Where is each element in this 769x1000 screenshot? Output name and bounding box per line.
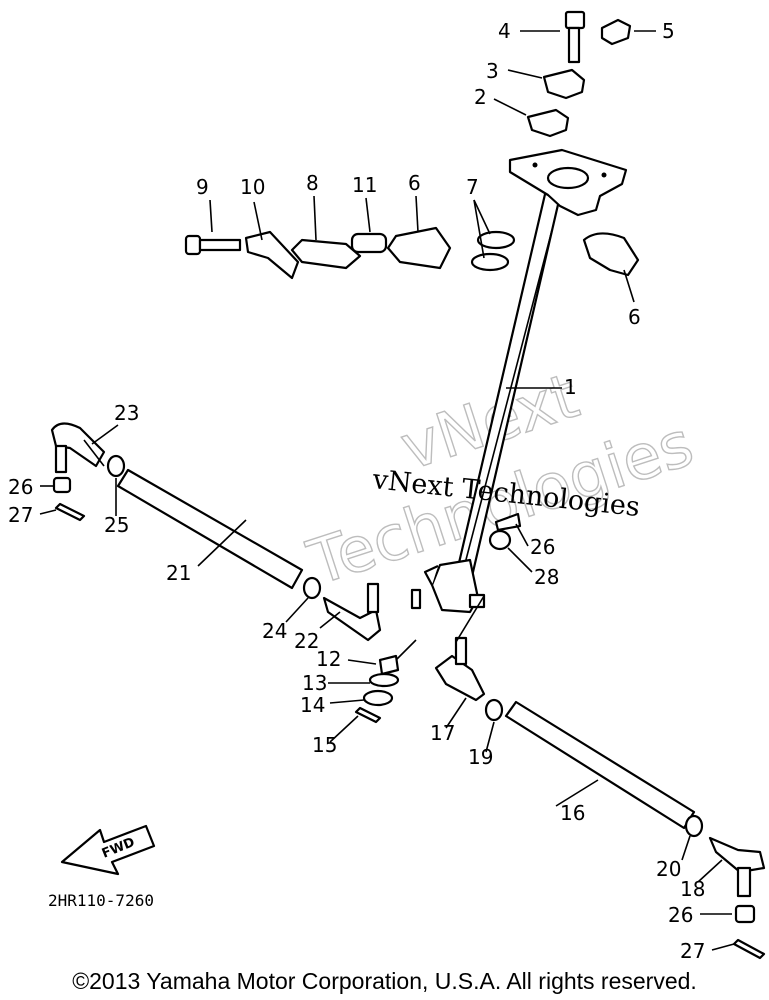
callout-18: 18 bbox=[680, 877, 705, 901]
washer-13 bbox=[368, 672, 400, 688]
callout-13: 13 bbox=[302, 671, 327, 695]
callout-6-left: 6 bbox=[408, 171, 421, 195]
callout-16: 16 bbox=[560, 801, 585, 825]
callout-11: 11 bbox=[352, 173, 377, 197]
callout-3: 3 bbox=[486, 59, 499, 83]
callout-21: 21 bbox=[166, 561, 191, 585]
fwd-arrow: FWD bbox=[60, 824, 156, 876]
nut-19 bbox=[484, 698, 504, 722]
bolt-4 bbox=[564, 10, 586, 64]
bushing-left bbox=[386, 226, 452, 270]
callout-1: 1 bbox=[564, 375, 577, 399]
callout-26-left: 26 bbox=[8, 475, 33, 499]
callout-26-right: 26 bbox=[668, 903, 693, 927]
callout-6-right: 6 bbox=[628, 305, 641, 329]
callout-5: 5 bbox=[662, 19, 675, 43]
callout-23: 23 bbox=[114, 401, 139, 425]
callout-10: 10 bbox=[240, 175, 265, 199]
callout-28: 28 bbox=[534, 565, 559, 589]
callout-19: 19 bbox=[468, 745, 493, 769]
tie-rod-left bbox=[116, 468, 304, 590]
upper-clamp bbox=[542, 68, 586, 100]
column-holder bbox=[508, 148, 628, 217]
nut-26-right bbox=[734, 904, 756, 924]
cotter-pin-27-right bbox=[732, 938, 766, 960]
callout-17: 17 bbox=[430, 721, 455, 745]
cotter-pin-27-left bbox=[54, 502, 86, 522]
callout-25: 25 bbox=[104, 513, 129, 537]
callout-24: 24 bbox=[262, 619, 287, 643]
callout-9: 9 bbox=[196, 175, 209, 199]
tie-rod-end-18 bbox=[708, 836, 766, 898]
callout-27-left: 27 bbox=[8, 503, 33, 527]
cap-5 bbox=[600, 18, 632, 46]
tie-rod-end-left bbox=[50, 422, 106, 474]
callout-2: 2 bbox=[474, 85, 487, 109]
collar-11 bbox=[350, 232, 388, 254]
leader-lines bbox=[39, 30, 735, 951]
nut-26-left bbox=[52, 476, 72, 494]
tie-rod-end-22 bbox=[322, 582, 382, 642]
plate-8 bbox=[290, 238, 362, 270]
cotter-pin-15 bbox=[354, 706, 382, 724]
bearing-7b bbox=[470, 252, 510, 272]
lock-plate-10 bbox=[244, 230, 300, 280]
nut-20 bbox=[684, 814, 704, 838]
washer-12 bbox=[378, 654, 400, 676]
callout-22: 22 bbox=[294, 629, 319, 653]
callout-8: 8 bbox=[306, 171, 319, 195]
tie-rod-end-right bbox=[434, 636, 486, 702]
callout-14: 14 bbox=[300, 693, 325, 717]
callout-12: 12 bbox=[316, 647, 341, 671]
bearing-7a bbox=[476, 230, 516, 250]
callout-27-right: 27 bbox=[680, 939, 705, 963]
callout-7: 7 bbox=[466, 175, 479, 199]
nut-24 bbox=[302, 576, 322, 600]
part-number-code: 2HR110-7260 bbox=[48, 891, 154, 910]
tie-rod-right bbox=[504, 700, 696, 830]
lower-clamp bbox=[526, 108, 570, 138]
callout-20: 20 bbox=[656, 857, 681, 881]
nut-26-mid bbox=[494, 512, 522, 532]
bolt-9 bbox=[184, 234, 242, 256]
washer-28 bbox=[488, 529, 512, 551]
nut-14 bbox=[362, 689, 394, 707]
callout-26-mid: 26 bbox=[530, 535, 555, 559]
bushing-right bbox=[582, 232, 640, 277]
callout-4: 4 bbox=[498, 19, 511, 43]
copyright-notice: ©2013 Yamaha Motor Corporation, U.S.A. A… bbox=[72, 968, 697, 994]
nut-25 bbox=[106, 454, 126, 478]
callout-15: 15 bbox=[312, 733, 337, 757]
callout-numbers: 4 5 3 2 9 10 8 11 6 7 6 1 23 26 27 25 21… bbox=[8, 19, 705, 963]
